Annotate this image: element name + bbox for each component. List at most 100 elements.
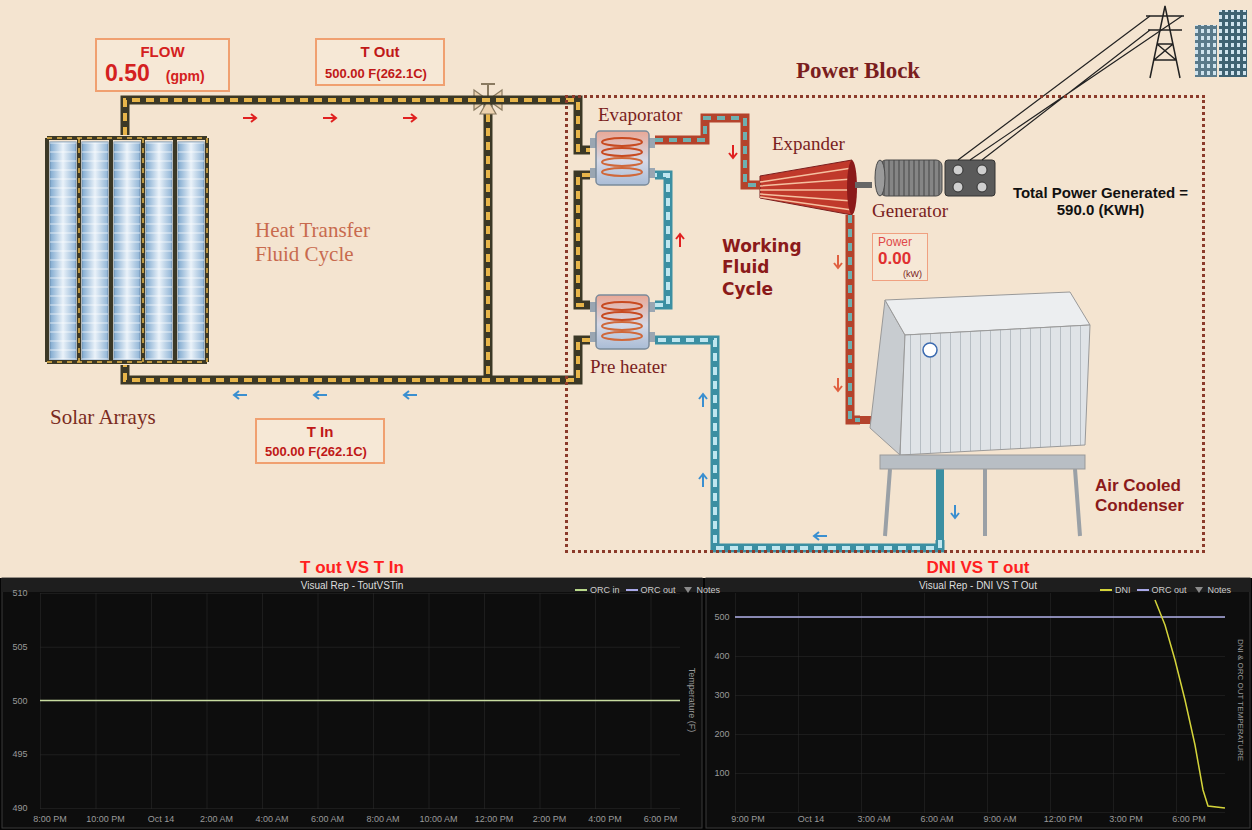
- building-icon: [1195, 10, 1247, 77]
- heat-exchanger-drawing: [590, 295, 655, 349]
- generator-drawing: [977, 165, 987, 175]
- legend-text: DNI: [1115, 585, 1131, 595]
- tick-label: 3:00 PM: [1109, 814, 1143, 824]
- label-holder: 8:00 PM: [33, 814, 67, 824]
- legend-swatch: [626, 589, 638, 591]
- tick-label: 12:00 PM: [475, 814, 514, 824]
- generator-drawing: [875, 160, 885, 196]
- condenser-drawing: [860, 292, 1090, 540]
- legend-text: ORC in: [590, 585, 620, 595]
- solar-array-drawing: [82, 142, 108, 360]
- building-icon: [1195, 25, 1217, 77]
- building-icon: [1195, 25, 1217, 77]
- transmission-tower: [1146, 6, 1184, 78]
- chart-panel: [40, 700, 680, 702]
- condenser-drawing: [923, 343, 937, 357]
- node-title: T out VS T In: [2, 558, 702, 578]
- generator-drawing: [977, 182, 987, 192]
- label-holder: 400: [714, 651, 729, 661]
- legend-swatch: [1100, 586, 1112, 594]
- expander-drawing: [760, 160, 852, 215]
- tick-label: 9:00 PM: [731, 814, 765, 824]
- legend-swatch: [682, 586, 694, 594]
- node-title: FLOW: [105, 43, 220, 60]
- legend-text: Notes: [1208, 585, 1232, 595]
- node-title: Pre heater: [590, 356, 655, 378]
- label-holder: 10:00 AM: [419, 814, 457, 824]
- label-holder: 4:00 AM: [255, 814, 288, 824]
- condenser-drawing: [885, 469, 1080, 536]
- flow-arrow: [403, 114, 416, 122]
- background: [0, 0, 1252, 578]
- pipe-connector: [125, 100, 590, 150]
- legend-swatch: [1137, 586, 1149, 594]
- label-holder: 3:00 AM: [857, 814, 890, 824]
- bypass-pipe: [484, 100, 493, 380]
- node-value: 500.00 F(262.1C): [265, 444, 375, 459]
- node-value: 0.00: [878, 249, 922, 269]
- flow-arrow: [243, 114, 256, 122]
- node-title: Generator: [872, 200, 997, 222]
- heat-exchanger-drawing: [590, 131, 655, 185]
- pipe-connector: [655, 340, 940, 548]
- pipe-connector: [655, 340, 940, 548]
- flow-arrow: [234, 391, 247, 399]
- total-power-readout: Total Power Generated = 590.0 (KWH): [1003, 184, 1198, 219]
- solar-array-drawing: [50, 142, 76, 360]
- pipe-connector: [655, 175, 668, 305]
- value-box: T In 500.00 F(262.1C): [255, 418, 385, 464]
- node-title: Evaporator: [598, 104, 663, 126]
- legend-swatch: [1100, 589, 1112, 591]
- tick-label: 495: [12, 749, 27, 759]
- expander-drawing: [760, 168, 852, 210]
- solar-array-drawing: [47, 138, 207, 362]
- pipe-connector: [125, 340, 590, 380]
- tick-label: 6:00 PM: [644, 814, 678, 824]
- legend-swatch: [575, 589, 587, 591]
- label-holder: 6:00 AM: [311, 814, 344, 824]
- solar-array-drawing: [178, 142, 204, 360]
- solar-array-drawing: [114, 142, 140, 360]
- label-holder: Working Fluid Cycle: [722, 236, 814, 300]
- generator-drawing: [875, 160, 995, 196]
- value-box: Power0.00(kW): [872, 233, 928, 281]
- label-holder: 500: [12, 696, 27, 706]
- legend-swatch: [1193, 586, 1205, 594]
- tick-label: 505: [12, 642, 27, 652]
- solar-array-drawing: [50, 142, 76, 360]
- tick-label: 510: [12, 588, 27, 598]
- legend-swatch: [1195, 587, 1203, 593]
- solar-array-drawing: [82, 142, 108, 360]
- tick-label: 500: [714, 612, 729, 622]
- generator-drawing: [953, 165, 963, 175]
- solar-array-drawing: [146, 142, 172, 360]
- tick-label: 400: [714, 651, 729, 661]
- label-holder: 9:00 PM: [731, 814, 765, 824]
- node-title: T Out: [325, 43, 435, 60]
- flow-arrow: [314, 391, 327, 399]
- pipe-connector: [125, 340, 590, 380]
- legend-item: ORC out: [626, 585, 676, 595]
- chart-panel: [2, 578, 702, 828]
- building-icon: [1219, 10, 1247, 77]
- solar-array-drawing: [114, 142, 140, 360]
- pipe-connector: [578, 175, 590, 305]
- solar-array-drawing: [47, 138, 207, 362]
- label-holder: 4:00 PM: [588, 814, 622, 824]
- flow-arrow: [404, 391, 417, 399]
- expander: Expander: [760, 160, 855, 215]
- chart-panel: [40, 593, 680, 809]
- label-holder: 9:00 AM: [983, 814, 1016, 824]
- tick-label: 10:00 AM: [419, 814, 457, 824]
- node-title: T In: [265, 423, 375, 440]
- generator: Generator: [872, 158, 997, 198]
- label-holder: Oct 14: [148, 814, 175, 824]
- tick-label: 12:00 PM: [1044, 814, 1083, 824]
- label-holder: 10:00 PM: [86, 814, 125, 824]
- legend-swatch: [575, 586, 587, 594]
- generator-drawing: [880, 160, 942, 196]
- bypass-pipe: [488, 100, 489, 380]
- label-holder: 6:00 AM: [920, 814, 953, 824]
- chart-panel: [2, 578, 1250, 828]
